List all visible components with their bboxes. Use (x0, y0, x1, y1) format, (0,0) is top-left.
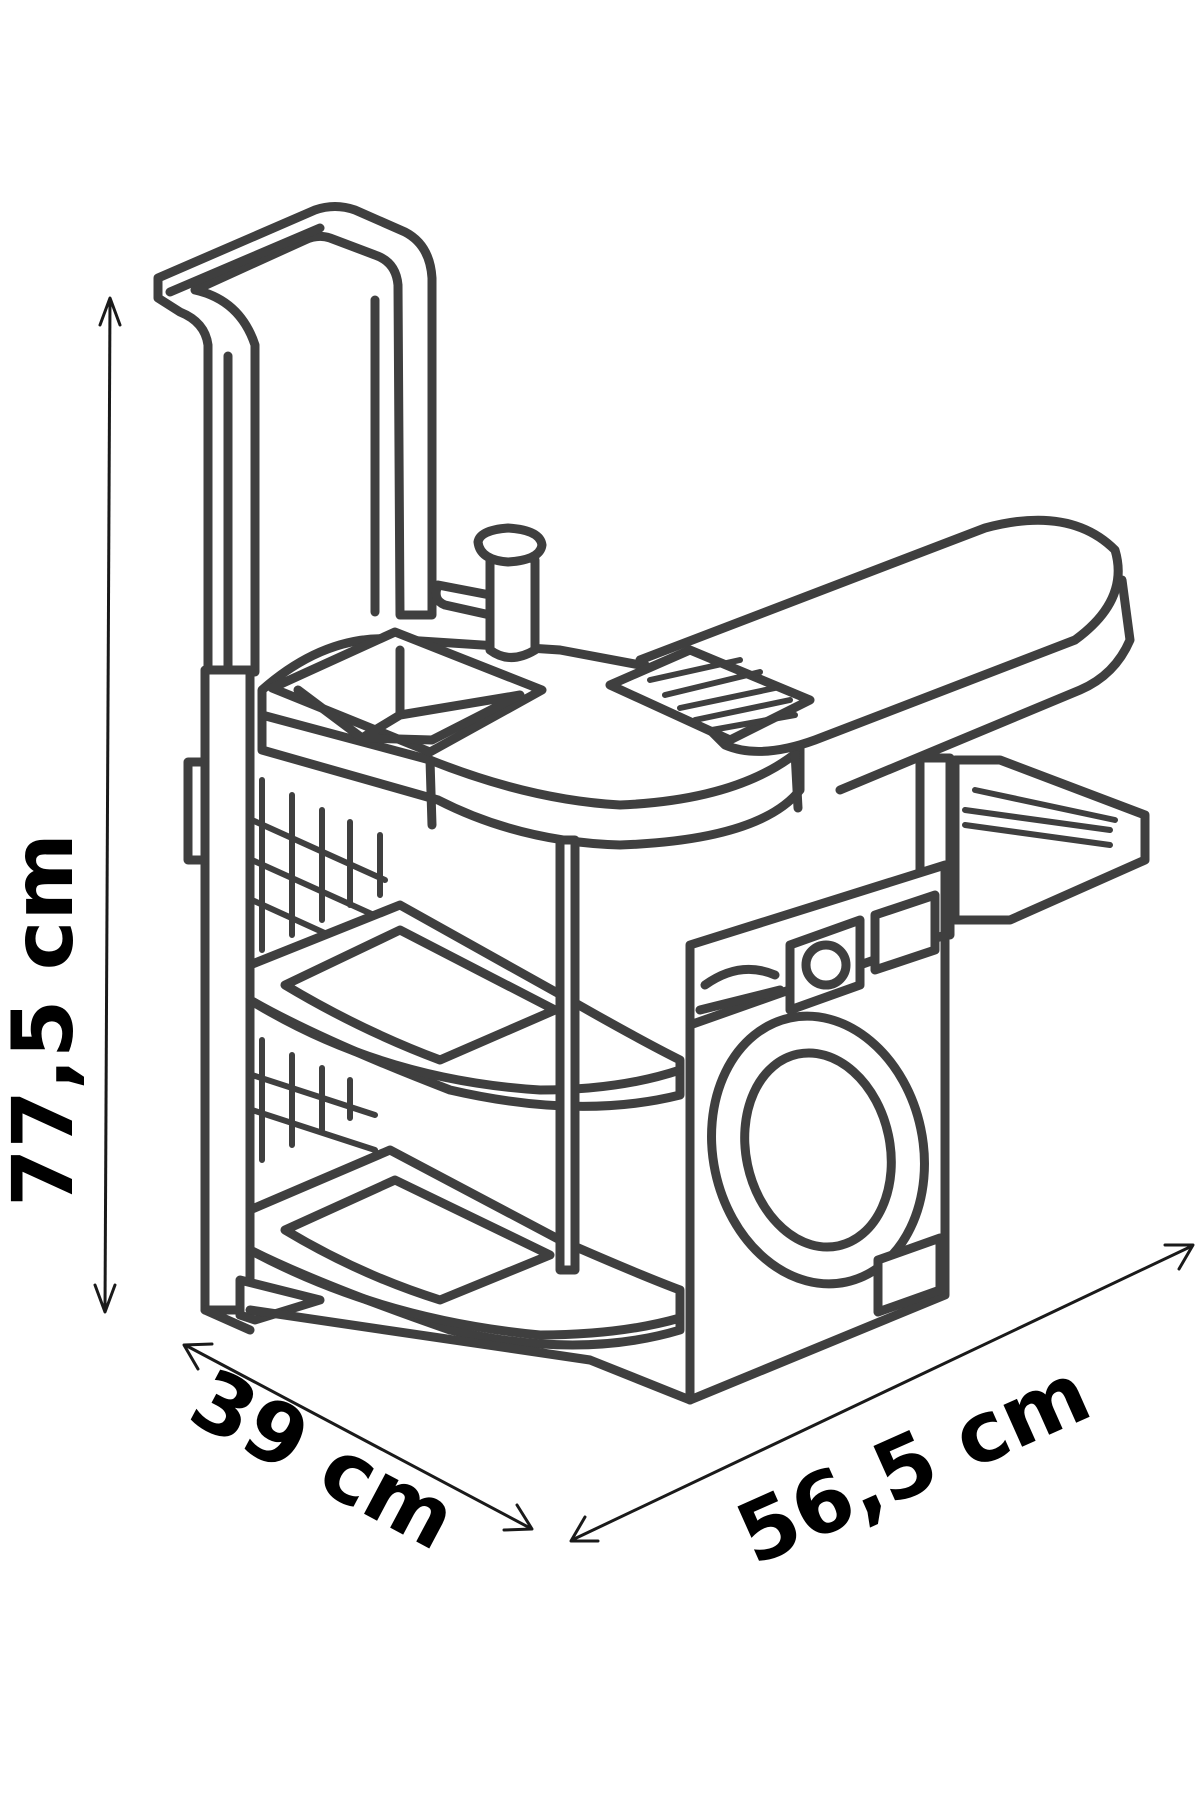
side-rack-frame (950, 755, 1150, 925)
washing-machine-door-inner (740, 1048, 896, 1252)
ironing-board-edge (835, 575, 1135, 795)
width-arrow-left-icon (569, 1515, 600, 1543)
center-post-outline (555, 835, 580, 1275)
width-arrow-right-icon (1163, 1243, 1195, 1271)
countertop-seam (425, 755, 437, 830)
base (200, 1305, 695, 1405)
washing-machine (685, 860, 950, 1405)
iron-rest-plate (605, 645, 815, 745)
side-rack (915, 753, 1150, 940)
iron-rest (605, 645, 815, 745)
depth-arrow-left-icon (182, 1342, 214, 1371)
product-illustration (153, 202, 1150, 1405)
lower-grid-lines (249, 1037, 378, 1163)
washing-machine-detergent-drawer (695, 964, 785, 1015)
upper-grid (249, 777, 388, 953)
center-post (555, 835, 580, 1275)
ironing-board (605, 515, 1135, 795)
faucet (431, 523, 547, 662)
depth-dimension-line (184, 1343, 531, 1530)
upper-shelf-front (245, 995, 685, 1095)
lower-shelf-tray (280, 1175, 555, 1305)
height-dimension-line (103, 299, 112, 1311)
depth-dimension-label: 39 cm (175, 1350, 471, 1570)
upper-shelf (245, 900, 685, 1111)
left-side-handle (183, 757, 210, 865)
depth-arrow-right-icon (502, 1503, 534, 1532)
height-dimension-label: 77,5 cm (0, 833, 92, 1207)
iron-rest-ridges (647, 657, 798, 733)
height-arrow-top-icon (98, 296, 122, 327)
washing-machine-dial-icon (801, 940, 851, 990)
countertop-seam-right (790, 747, 803, 813)
side-rack-bars (962, 787, 1118, 848)
sink (267, 627, 547, 757)
base-front-edge (245, 1305, 695, 1405)
washing-machine-vent (873, 1233, 945, 1317)
washing-machine-display (870, 890, 940, 975)
washing-machine-door-outer (707, 1011, 929, 1289)
depth-dimension: 39 cm (175, 1342, 534, 1570)
left-side-panel-outline (200, 665, 255, 1315)
width-dimension-line (571, 1244, 1193, 1542)
faucet-body (485, 549, 540, 662)
upper-grid-lines (249, 777, 388, 953)
base-left-edge (200, 1305, 255, 1335)
left-side-panel (183, 665, 388, 1325)
sink-basin-inner (293, 645, 525, 745)
lower-shelf-front (245, 1245, 685, 1340)
upper-shelf-tray (280, 925, 560, 1065)
back-frame (153, 202, 437, 677)
back-frame-top-inner (165, 223, 325, 297)
faucet-top (473, 523, 547, 567)
lower-shelf (245, 1145, 685, 1350)
lower-grid (249, 1037, 378, 1163)
height-dimension: 77,5 cm (0, 296, 122, 1314)
height-arrow-bottom-icon (93, 1283, 117, 1314)
washing-machine-dial-box (785, 915, 865, 1015)
faucet-spout (431, 580, 495, 620)
countertop-front-edge (257, 710, 805, 810)
